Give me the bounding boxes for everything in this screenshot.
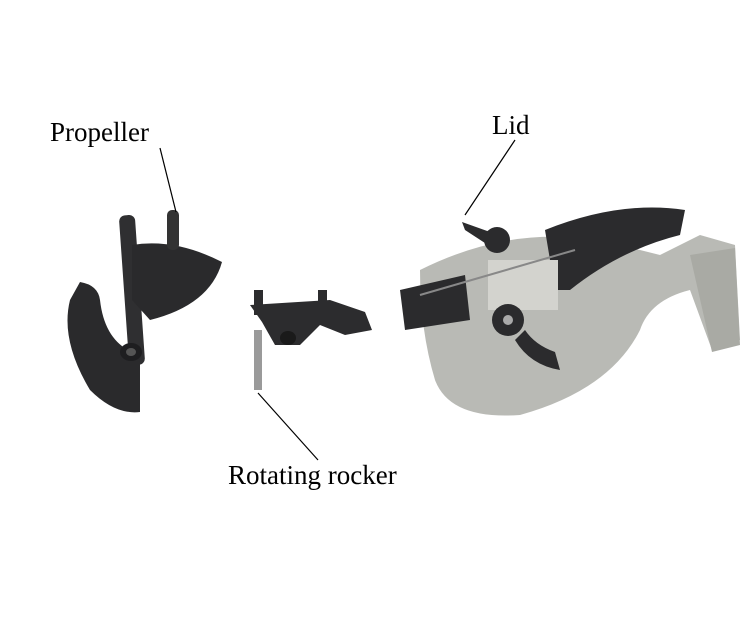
propeller-label: Propeller [50,117,149,147]
lid-part [400,207,740,416]
propeller-leader-line [159,147,177,213]
rotating-rocker-label: Rotating rocker [228,460,397,490]
rotating-rocker-part [250,290,372,390]
lid-leader-line [464,139,516,216]
lid-label: Lid [492,110,530,140]
rocker-leader-line [257,392,319,461]
propeller-part [67,210,222,413]
